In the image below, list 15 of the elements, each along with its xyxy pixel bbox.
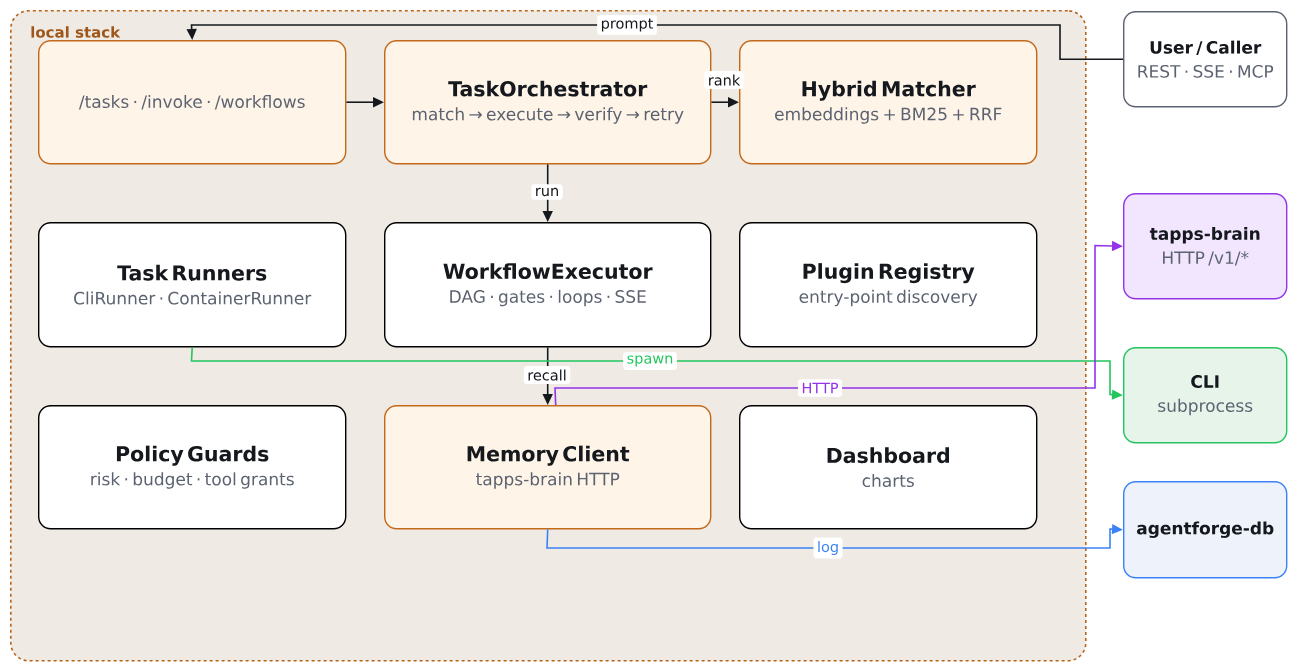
actor-box: User / Caller REST · SSE · MCP bbox=[1123, 11, 1288, 108]
edge-label: log bbox=[813, 537, 843, 559]
service-box: Memory Client tapps-brain HTTP bbox=[384, 405, 712, 530]
component-box: Task Runners CliRunner · ContainerRunner bbox=[38, 222, 347, 348]
edge-label: run bbox=[531, 184, 563, 200]
edge-label: HTTP bbox=[797, 379, 843, 397]
component-box: WorkflowExecutor DAG · gates · loops · SSE bbox=[384, 222, 712, 348]
component-box: Policy Guards risk · budget · tool grants bbox=[38, 405, 347, 530]
external-service-box: agentforge-db bbox=[1123, 481, 1288, 579]
service-box: /tasks · /invoke · /workflows bbox=[38, 40, 347, 165]
external-service-box: tapps-brain HTTP /v1/* bbox=[1123, 193, 1288, 300]
component-box: Plugin Registry entry-point discovery bbox=[739, 222, 1038, 348]
component-box: Dashboard charts bbox=[739, 405, 1038, 530]
service-box: Hybrid Matcher embeddings + BM25 + RRF bbox=[739, 40, 1038, 165]
external-service-box: CLI subprocess bbox=[1123, 347, 1288, 444]
